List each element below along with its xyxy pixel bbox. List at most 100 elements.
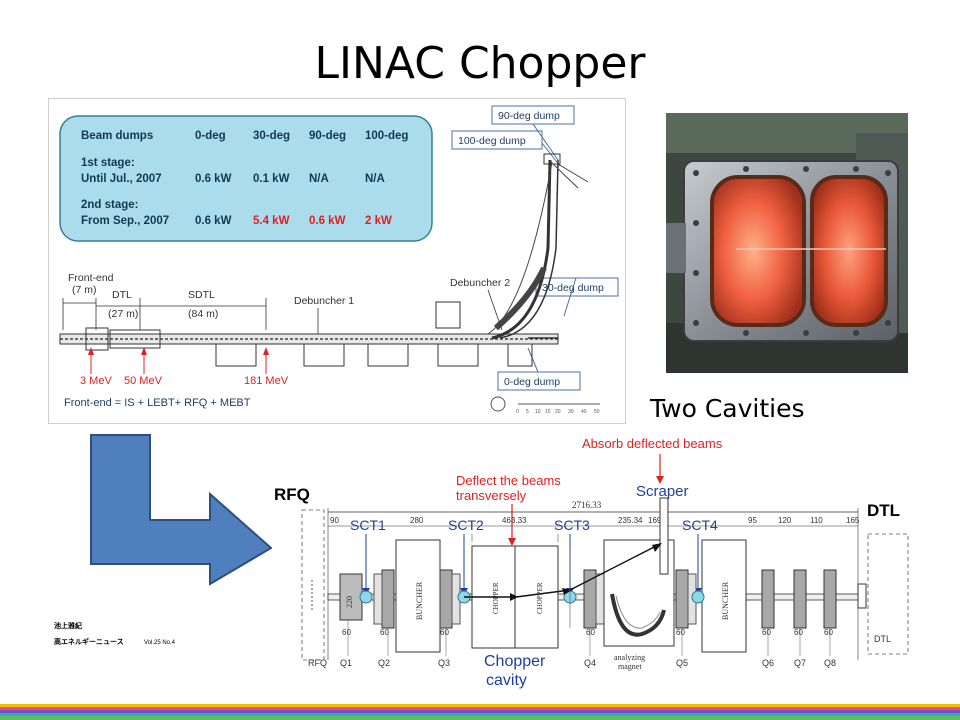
sct4-label: SCT4: [682, 517, 718, 533]
footer-stripe-pink: [0, 707, 960, 710]
dim-95: 95: [748, 516, 757, 525]
chopper-schematic: RFQ DTL Absorb deflected beams Deflect t…: [272, 430, 912, 692]
buncher-2: [701, 539, 747, 653]
q8-label: Q8: [824, 658, 836, 668]
row1-30deg: 0.1 kW: [253, 173, 290, 185]
l-shaped-arrow: [90, 434, 273, 586]
absorb-label: Absorb deflected beams: [582, 436, 723, 451]
dim-120: 120: [778, 516, 792, 525]
scale-bar: 0 5 10 15 20 30 40 50: [490, 396, 600, 415]
q3-label: Q3: [438, 658, 450, 668]
q1-label: Q1: [340, 658, 352, 668]
frontend-footnote: Front-end = IS + LEBT+ RFQ + MEBT: [64, 397, 251, 409]
footer-stripe-purple: [0, 710, 960, 713]
svg-text:60: 60: [676, 628, 685, 637]
total-length: 2716.33: [572, 500, 602, 510]
dim-169: 169.6: [648, 516, 669, 525]
dtl-length: (27 m): [108, 308, 138, 320]
photo-caption: Two Cavities: [650, 394, 805, 423]
svg-text:0: 0: [516, 409, 519, 415]
row1-90deg: N/A: [309, 173, 329, 185]
q7-label: Q7: [794, 658, 806, 668]
table-header-beam-dumps: Beam dumps: [81, 130, 153, 142]
svg-text:5: 5: [526, 409, 529, 415]
analyzing-label-2: magnet: [618, 662, 642, 671]
dtl-label: DTL: [112, 289, 132, 301]
chopper-cavity-label-2: cavity: [486, 672, 527, 689]
frontend-label: Front-end: [68, 272, 114, 284]
chopper-cell-1-text: CHOPPER: [492, 582, 500, 614]
chopper-cavity-label-1: Chopper: [484, 653, 546, 670]
footer-stripe-blue: [0, 713, 960, 716]
buncher-2-text: BUNCHER: [721, 581, 730, 620]
svg-text:60: 60: [342, 628, 351, 637]
citation: 池上雅紀 高エネルギーニュース Vol.25 No.4: [54, 621, 176, 646]
deflect-label-1: Deflect the beams: [456, 473, 561, 488]
svg-text:60: 60: [824, 628, 833, 637]
row2-100deg: 2 kW: [365, 215, 392, 227]
svg-text:60: 60: [380, 628, 389, 637]
energy-3mev: 3 MeV: [80, 375, 112, 387]
q4-label: Q4: [584, 658, 596, 668]
sct2-label: SCT2: [448, 517, 484, 533]
rfq-label: RFQ: [274, 485, 310, 504]
svg-text:10: 10: [535, 409, 541, 415]
table-header-100deg: 100-deg: [365, 130, 408, 142]
table-header-30deg: 30-deg: [253, 130, 290, 142]
beamline: [59, 153, 589, 367]
debuncher2-label: Debuncher 2: [450, 277, 510, 289]
dtl-label: DTL: [867, 501, 900, 520]
dim-165: 165: [846, 516, 860, 525]
q5-label: Q5: [676, 658, 688, 668]
vertical-dim-220: 220: [345, 596, 354, 608]
dim-90: 90: [330, 516, 339, 525]
row2-label2: From Sep., 2007: [81, 215, 169, 227]
chopper-cavity-photo: [666, 113, 908, 373]
row2-30deg: 5.4 kW: [253, 215, 290, 227]
footer-stripe-yellow: [0, 704, 960, 707]
analyzing-magnet: [610, 593, 666, 637]
sdtl-label: SDTL: [188, 289, 215, 301]
rfq-bottom-label: RFQ: [308, 658, 327, 668]
citation-author: 池上雅紀: [54, 621, 82, 630]
table-header-0deg: 0-deg: [195, 130, 226, 142]
dtl-bottom-label: DTL: [874, 634, 891, 644]
svg-text:60: 60: [794, 628, 803, 637]
svg-text:60: 60: [586, 628, 595, 637]
row1-100deg: N/A: [365, 173, 385, 185]
svg-text:30: 30: [568, 409, 574, 415]
sct3-label: SCT3: [554, 517, 590, 533]
svg-text:20: 20: [555, 409, 561, 415]
svg-text:60: 60: [762, 628, 771, 637]
sdtl-length: (84 m): [188, 308, 218, 320]
svg-text:40: 40: [581, 409, 587, 415]
footer-stripe-green: [0, 716, 960, 720]
row2-0deg: 0.6 kW: [195, 215, 232, 227]
q2-label: Q2: [378, 658, 390, 668]
dim-280: 280: [410, 516, 424, 525]
buncher-1-text: BUNCHER: [415, 581, 424, 620]
scraper-rod: [659, 497, 669, 575]
row1-0deg: 0.6 kW: [195, 173, 232, 185]
debuncher1-label: Debuncher 1: [294, 295, 354, 307]
buncher-1: [395, 539, 441, 653]
scraper-label: Scraper: [636, 483, 689, 500]
dump-90-label: 90-deg dump: [498, 110, 560, 122]
svg-text:15: 15: [545, 409, 551, 415]
row2-label1: 2nd stage:: [81, 199, 139, 211]
dump-box-100: [451, 130, 543, 150]
dump-100-label: 100-deg dump: [458, 135, 526, 147]
citation-volume: Vol.25 No.4: [144, 640, 176, 646]
dim-235: 235.34: [618, 516, 643, 525]
q6-label: Q6: [762, 658, 774, 668]
dump-box-0: [497, 371, 581, 391]
linac-layout-diagram: Beam dumps 0-deg 30-deg 90-deg 100-deg 1…: [48, 98, 626, 424]
analyzing-label-1: analyzing: [614, 653, 645, 662]
slide-title: LINAC Chopper: [314, 38, 646, 89]
row1-label1: 1st stage:: [81, 157, 135, 169]
frontend-length: (7 m): [72, 284, 97, 296]
row1-label2: Until Jul., 2007: [81, 173, 162, 185]
energy-181mev: 181 MeV: [244, 375, 289, 387]
dim-463: 463.33: [502, 516, 527, 525]
citation-source: 高エネルギーニュース: [54, 637, 124, 646]
